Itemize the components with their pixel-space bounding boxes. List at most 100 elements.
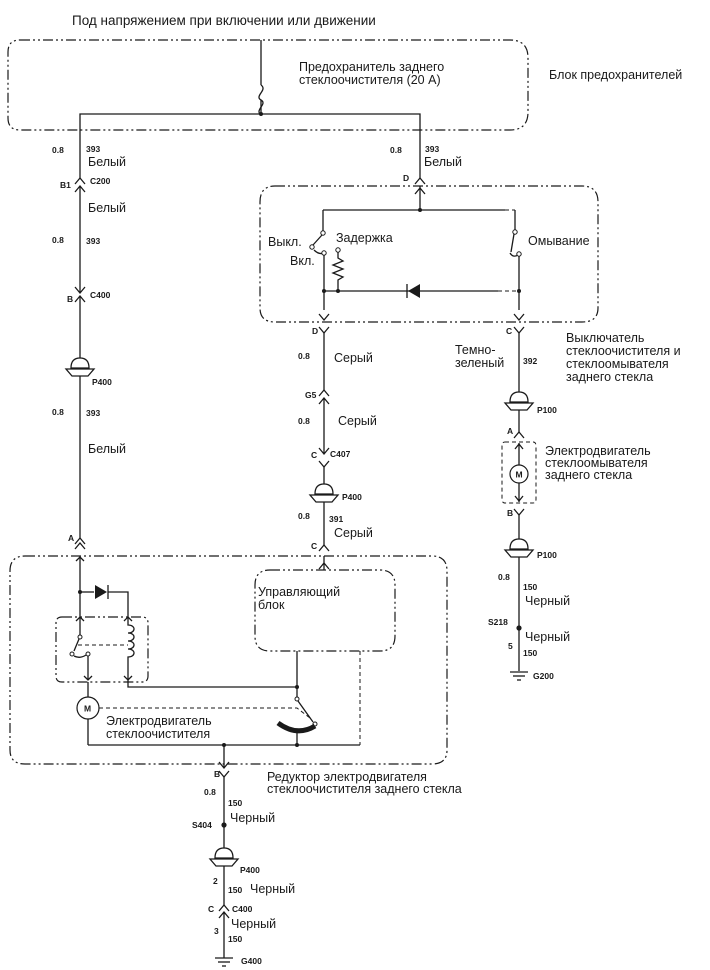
wire-label: стеклоомывателя [566, 357, 669, 371]
diode-icon [406, 284, 420, 298]
wire-label: B [507, 508, 513, 518]
wire-label: заднего стекла [545, 468, 632, 482]
splice-label: P400 [240, 865, 260, 875]
wire-label: G5 [305, 390, 317, 400]
wire-label: 0.8 [298, 416, 310, 426]
wire-label: A [68, 533, 74, 543]
ground-g200-icon [510, 671, 528, 681]
wire-label: C [208, 904, 214, 914]
relay-box [55, 616, 149, 683]
wire-label: D [312, 326, 318, 336]
wire-label: 150 [523, 582, 537, 592]
switch-feed-wire: 0.8 393 Белый D [390, 130, 462, 185]
left-wire: 0.8 393 Белый B1 C200 Белый 0.8 393 B C4… [52, 130, 126, 545]
splice-label: P100 [537, 550, 557, 560]
diode-icon [95, 585, 109, 599]
switch-off-label: Выкл. [268, 235, 302, 249]
wire-label: 2 [213, 876, 218, 886]
middle-wire: D 0.8 Серый G5 0.8 Серый C C407 P400 0.8… [298, 326, 377, 552]
fuse-rating-label: стеклоочистителя (20 А) [299, 73, 441, 87]
wire-label: 150 [228, 798, 242, 808]
wire-label: 0.8 [498, 572, 510, 582]
resistor-icon [331, 252, 345, 291]
splice-label: P100 [537, 405, 557, 415]
wire-label: 0.8 [52, 407, 64, 417]
wire-label: 392 [523, 356, 537, 366]
switch-wash-label: Омывание [528, 234, 590, 248]
wire-label: Белый [88, 155, 126, 169]
wire-label: Белый [424, 155, 462, 169]
fuse-block: Предохранитель заднего стеклоочистителя … [7, 39, 682, 131]
splice-p400-icon [64, 357, 96, 377]
wire-label: B1 [60, 180, 71, 190]
wire-label: 393 [86, 408, 100, 418]
relay-coil-icon [127, 618, 135, 682]
wire-label: заднего стекла [566, 370, 653, 384]
top-caption: Под напряжением при включении или движен… [72, 13, 376, 28]
wire-label: 0.8 [52, 145, 64, 155]
washer-motor-circuit: M C Темно- зеленый 392 P100 A Электродви… [455, 326, 651, 681]
wire-label: зеленый [455, 356, 504, 370]
splice-p100-icon [503, 391, 535, 411]
wire-label: Черный [231, 917, 276, 931]
wire-label: 3 [214, 926, 219, 936]
wire-label: A [507, 426, 513, 436]
ground-label: G400 [241, 956, 262, 966]
wire-label: B [214, 769, 220, 779]
splice-p400-icon [308, 483, 340, 503]
wire-label: стеклоочистителя и [566, 344, 681, 358]
wire-label: 0.8 [298, 351, 310, 361]
wire-label: 391 [329, 514, 343, 524]
ground-wire: B 0.8 150 Черный S404 P400 2 150 Черный … [192, 769, 295, 967]
wire-label: Выключатель [566, 331, 644, 345]
wiper-motor-gearbox: M Управляющий блок Электродвигатель стек… [9, 541, 462, 796]
wire-label: M [84, 704, 91, 714]
wire-label: B [67, 294, 73, 304]
wiper-washer-switch: Выкл. Задержка Вкл. Омывание Выключатель… [259, 185, 681, 384]
wire-label: C [311, 450, 317, 460]
wire-label: C [311, 541, 317, 551]
wire-label: M [516, 470, 523, 480]
control-unit-box [254, 569, 396, 652]
wire-label: стеклоочистителя заднего стекла [267, 782, 462, 796]
wire-label: 0.8 [390, 145, 402, 155]
switch-on-label: Вкл. [290, 254, 315, 268]
connector-c200-female [74, 176, 86, 185]
wire-label: Серый [334, 526, 373, 540]
splice-p400-icon [208, 847, 240, 867]
wire-label: 150 [228, 885, 242, 895]
connector-c400-label: C400 [90, 290, 111, 300]
wire-label: Черный [250, 882, 295, 896]
control-unit-label: Управляющий [258, 585, 340, 599]
wire-label: 0.8 [52, 235, 64, 245]
wire-label: Электродвигатель [106, 714, 212, 728]
washer-motor-icon [509, 464, 529, 484]
splice-label: P400 [92, 377, 112, 387]
wire-label: Черный [230, 811, 275, 825]
connector-c400-label: C400 [232, 904, 253, 914]
wire-label: Черный [525, 594, 570, 608]
wire-label: Электродвигатель [545, 444, 651, 458]
splice-label: P400 [342, 492, 362, 502]
splice-s218-dot [516, 625, 522, 631]
wire-label: Белый [88, 201, 126, 215]
wire-label: Серый [334, 351, 373, 365]
fuse-block-label: Блок предохранителей [549, 68, 682, 82]
splice-s404-label: S404 [192, 820, 212, 830]
wire-label: 5 [508, 641, 513, 651]
ground-label: G200 [533, 671, 554, 681]
splice-s218-label: S218 [488, 617, 508, 627]
wire-label: D [403, 173, 409, 183]
wire-label: 0.8 [204, 787, 216, 797]
wire-label: 150 [228, 934, 242, 944]
wire-label: Редуктор электродвигателя [267, 770, 427, 784]
wire-label: Темно- [455, 343, 496, 357]
splice-p100-icon [503, 538, 535, 558]
wire-label: 393 [425, 144, 439, 154]
splice-s404-dot [221, 822, 227, 828]
wire-label: 0.8 [298, 511, 310, 521]
wire-label: Серый [338, 414, 377, 428]
cam-contact-icon [276, 720, 317, 734]
wire-label: Белый [88, 442, 126, 456]
switch-delay-label: Задержка [336, 231, 393, 245]
